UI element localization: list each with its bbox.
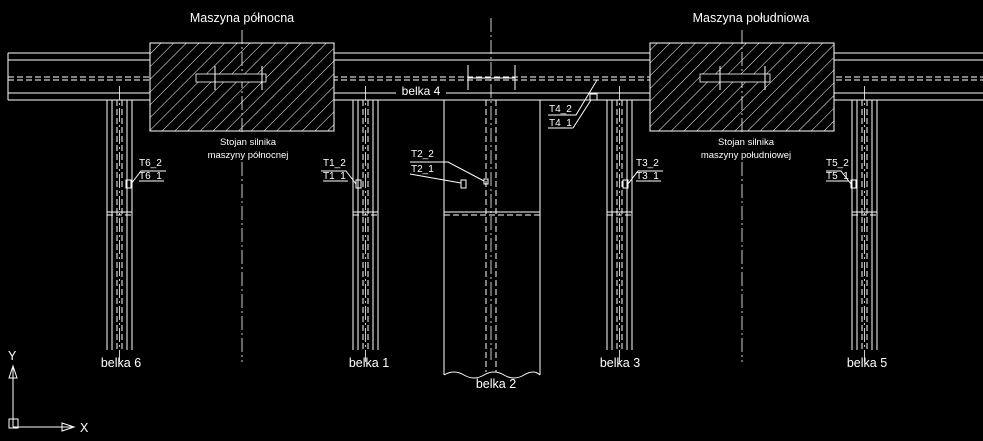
- t6-1-label: T6_1: [139, 171, 162, 182]
- column-beam-1: [352, 86, 379, 362]
- beam-2-label: belka 2: [476, 377, 516, 391]
- north-stator-label-1: Stojan silnika: [220, 137, 277, 148]
- north-machine: [149, 30, 335, 362]
- south-machine: [649, 30, 835, 362]
- sensor-t5: [826, 170, 857, 189]
- beam-3-label: belka 3: [600, 356, 640, 370]
- beam-1-label: belka 1: [349, 356, 389, 370]
- t3-1-label: T3_1: [636, 171, 659, 182]
- t1-2-label: T1_2: [323, 158, 346, 169]
- sensor-t4: [548, 79, 598, 129]
- north-stator-label-2: maszyny północnej: [208, 150, 289, 161]
- x-axis-label: X: [80, 421, 89, 435]
- t4-2-label: T4_2: [549, 104, 572, 115]
- t3-2-label: T3_2: [636, 158, 659, 169]
- t2-2-label: T2_2: [411, 149, 434, 160]
- column-beam-2: [443, 100, 541, 379]
- ucs-axis-icon: [8, 364, 76, 432]
- sensor-t6: [125, 170, 166, 189]
- beam-4-label: belka 4: [402, 84, 441, 98]
- t6-2-label: T6_2: [139, 158, 162, 169]
- south-stator-label-1: Stojan silnika: [718, 137, 775, 148]
- t4-1-label: T4_1: [549, 118, 572, 129]
- column-beam-6: [106, 86, 133, 362]
- column-beam-3: [606, 86, 633, 362]
- t2-1-label: T2_1: [411, 164, 434, 175]
- sensor-t1: [321, 170, 362, 189]
- beam-6-label: belka 6: [101, 356, 141, 370]
- t1-1-label: T1_1: [323, 171, 346, 182]
- south-machine-title: Maszyna południowa: [693, 11, 810, 25]
- y-axis-label: Y: [8, 349, 17, 363]
- south-stator-label-2: maszyny południowej: [701, 150, 791, 161]
- t5-2-label: T5_2: [826, 158, 849, 169]
- t5-1-label: T5_1: [826, 171, 849, 182]
- column-beam-5: [851, 86, 878, 362]
- north-machine-title: Maszyna północna: [190, 11, 294, 25]
- sensor-t2: [409, 161, 489, 189]
- beam-5-label: belka 5: [847, 356, 887, 370]
- sensor-t3: [622, 170, 663, 189]
